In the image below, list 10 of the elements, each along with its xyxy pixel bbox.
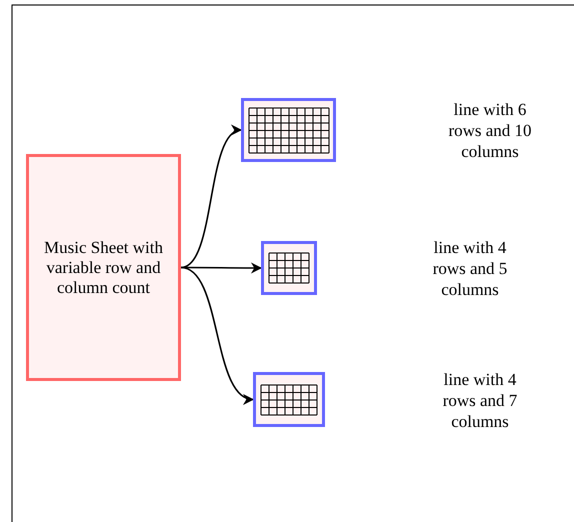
arrow bbox=[181, 262, 262, 274]
process-box bbox=[26, 154, 181, 381]
row-column-note: line with 4 rows and 5 columns bbox=[432, 237, 508, 300]
row-column-note: line with 4 rows and 7 columns bbox=[442, 369, 518, 432]
grid-box bbox=[253, 372, 325, 427]
row-column-note: line with 6 rows and 10 columns bbox=[447, 99, 533, 162]
grid-box bbox=[261, 241, 317, 295]
arrow bbox=[180, 266, 254, 402]
grid-box bbox=[241, 98, 336, 162]
box-label: Music Sheet with variable row and column count bbox=[43, 238, 164, 298]
